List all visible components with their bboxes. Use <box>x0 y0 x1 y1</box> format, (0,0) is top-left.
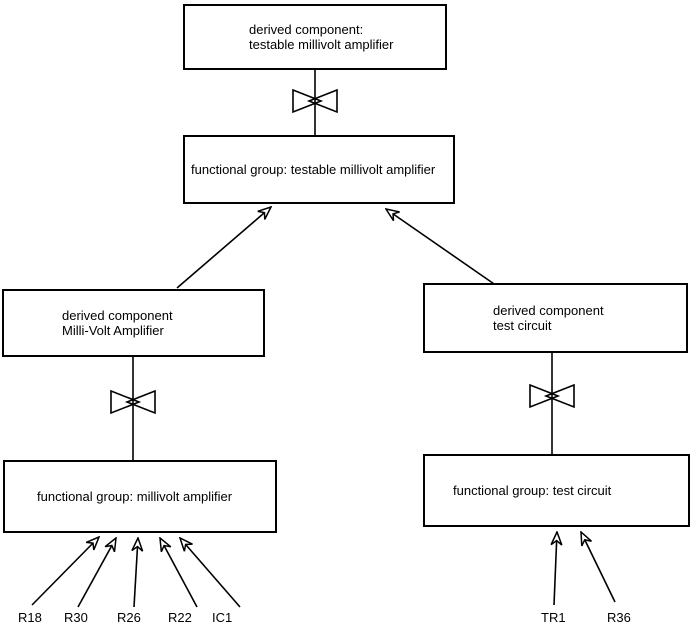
node-text-line: derived component: <box>249 22 364 37</box>
node-functional-group-test-circuit: functional group: test circuit <box>423 454 690 527</box>
arrow-ic1 <box>180 538 241 608</box>
leaf-label-tr1: TR1 <box>541 610 566 625</box>
leaf-label-ic1: IC1 <box>212 610 233 625</box>
arrow-r36 <box>581 532 616 603</box>
leaf-label-r18: R18 <box>18 610 42 625</box>
bowtie-connector-top <box>292 70 338 135</box>
bowtie-connector-left <box>110 357 156 460</box>
node-text-line: derived component <box>62 308 173 323</box>
node-derived-component-testable-millivolt-amplifier: derived component: testable millivolt am… <box>183 4 447 70</box>
arrow-mva-to-fg-testable <box>176 207 271 289</box>
node-text-line: functional group: testable millivolt amp… <box>191 162 436 177</box>
node-text-line: Milli-Volt Amplifier <box>62 323 164 338</box>
leaf-label-r26: R26 <box>117 610 141 625</box>
arrow-tr1 <box>554 532 557 606</box>
node-derived-component-milli-volt-amplifier: derived component Milli-Volt Amplifier <box>2 289 265 357</box>
leaf-label-r36: R36 <box>607 610 631 625</box>
node-text-line: test circuit <box>493 318 552 333</box>
node-derived-component-test-circuit: derived component test circuit <box>423 283 688 353</box>
node-functional-group-millivolt-amplifier: functional group: millivolt amplifier <box>3 460 277 533</box>
node-functional-group-testable-millivolt-amplifier: functional group: testable millivolt amp… <box>183 135 455 204</box>
leaf-label-r22: R22 <box>168 610 192 625</box>
arrow-r26 <box>134 538 138 608</box>
node-text-line: functional group: test circuit <box>453 483 612 498</box>
bowtie-connector-right <box>529 353 575 454</box>
node-text-line: derived component <box>493 303 604 318</box>
leaf-label-r30: R30 <box>64 610 88 625</box>
arrow-tc-to-fg-testable <box>386 209 498 287</box>
arrow-r22 <box>160 538 198 608</box>
node-text-line: testable millivolt amplifier <box>249 37 394 52</box>
arrow-r18 <box>31 537 99 606</box>
node-text-line: functional group: millivolt amplifier <box>37 489 233 504</box>
arrow-r30 <box>77 538 116 608</box>
